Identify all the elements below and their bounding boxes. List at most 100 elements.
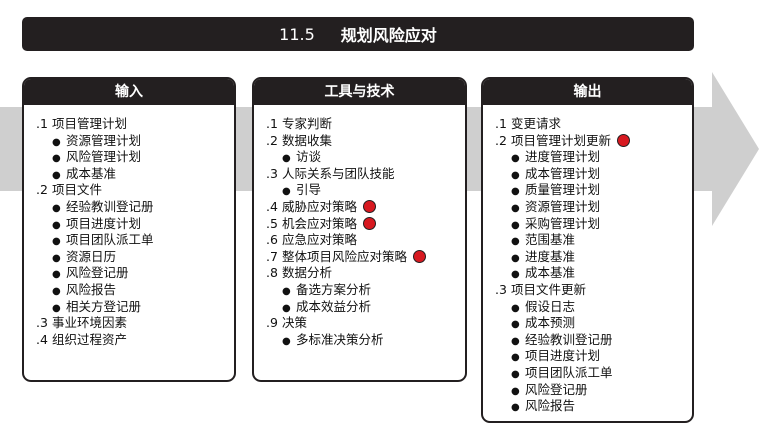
sub-item-label: 成本效益分析 — [296, 298, 372, 314]
item-index: .2 — [495, 132, 507, 148]
item-label: 人际关系与团队技能 — [282, 165, 395, 181]
sub-item: ●资源管理计划 — [495, 199, 692, 216]
sub-item-label: 项目团队派工单 — [525, 364, 613, 380]
process-title-bar: 11.5 规划风险应对 — [22, 17, 694, 51]
sub-item-label: 风险报告 — [66, 281, 117, 297]
item-index: .8 — [266, 265, 278, 281]
item-index: .3 — [495, 281, 507, 297]
sub-item-label: 成本基准 — [66, 165, 117, 181]
item-label: 专家判断 — [282, 116, 333, 131]
item-index: .3 — [266, 165, 278, 181]
sub-item-label: 范围基准 — [525, 232, 576, 248]
bullet-icon: ● — [511, 169, 520, 181]
sub-item: ● 采购管理计划 — [495, 216, 692, 233]
item-label: 机会应对策略 — [282, 215, 358, 231]
item-label: 变更请求 — [511, 116, 562, 131]
sub-item-label: 风险管理计划 — [66, 149, 142, 165]
item-label: 决策 — [282, 315, 308, 331]
bullet-icon: ● — [52, 153, 61, 165]
bullet-icon: ● — [511, 319, 520, 331]
sub-item-label: 经验教训登记册 — [525, 331, 613, 347]
item-label: 整体项目风险应对策略 — [282, 248, 408, 264]
sub-item: ●项目进度计划 — [36, 216, 234, 233]
sub-item-label: 风险登记册 — [66, 265, 129, 281]
sub-item-label: 进度管理计划 — [525, 149, 601, 165]
item-index: .9 — [266, 315, 278, 331]
bullet-icon: ● — [282, 153, 291, 165]
sub-item-label: 假设日志 — [525, 298, 576, 314]
item-label: 应急应对策略 — [282, 232, 358, 248]
bullet-icon: ● — [52, 269, 61, 281]
sub-item: ●经验教训登记册 — [36, 199, 234, 216]
sub-item: ● 风险报告 — [36, 282, 234, 299]
item-label: 项目文件 — [52, 182, 103, 198]
sub-item-label: 项目团队派工单 — [66, 232, 154, 248]
item-index: .4 — [266, 198, 278, 214]
sub-item: ●资源管理计划 — [36, 133, 234, 150]
item-label: 事业环境因素 — [52, 315, 128, 331]
item-index: .1 — [36, 116, 48, 131]
bullet-icon: ● — [511, 352, 520, 364]
bullet-icon: ● — [511, 202, 520, 214]
sub-item-label: 备选方案分析 — [296, 281, 372, 297]
bullet-icon: ● — [511, 236, 520, 248]
red-marker-icon — [413, 249, 427, 263]
bullet-icon: ● — [282, 285, 291, 297]
sub-item-label: 项目进度计划 — [66, 215, 142, 231]
sub-item-label: 成本预测 — [525, 315, 576, 331]
sub-item: ●风险报告 — [495, 398, 692, 415]
sub-item-label: 采购管理计划 — [525, 215, 601, 231]
sub-item-label: 相关方登记册 — [66, 298, 142, 314]
list-item: .1 变更请求 — [495, 116, 692, 133]
bullet-icon: ● — [511, 252, 520, 264]
red-marker-icon — [617, 133, 631, 147]
bullet-icon: ● — [282, 302, 291, 314]
red-marker-icon — [363, 199, 377, 213]
sub-item-label: 项目进度计划 — [525, 348, 601, 364]
bullet-icon: ● — [52, 236, 61, 248]
sub-item-label: 资源日历 — [66, 248, 117, 264]
item-label: 项目管理计划更新 — [511, 132, 612, 148]
process-number: 11.5 — [279, 24, 315, 44]
sub-item: ●引导 — [266, 182, 465, 199]
sub-item: ● 项目进度计划 — [495, 348, 692, 365]
bullet-icon: ● — [511, 335, 520, 347]
item-index: .3 — [36, 315, 48, 331]
bullet-icon: ● — [52, 285, 61, 297]
sub-item: ●进度基准 — [495, 249, 692, 266]
sub-item-label: 风险登记册 — [525, 381, 588, 397]
bullet-icon: ● — [282, 335, 291, 347]
sub-item: ● 备选方案分析 — [266, 282, 465, 299]
bullet-icon: ● — [511, 269, 520, 281]
sub-item: ●质量管理计划 — [495, 182, 692, 199]
item-index: .2 — [36, 182, 48, 198]
bullet-icon: ● — [282, 186, 291, 198]
sub-item: ●相关方登记册 — [36, 299, 234, 316]
sub-item: ●成本基准 — [36, 166, 234, 183]
item-index: .1 — [495, 116, 507, 131]
bullet-icon: ● — [52, 202, 61, 214]
bullet-icon: ● — [511, 186, 520, 198]
sub-item: ●访谈 — [266, 149, 465, 166]
sub-item: ● 进度管理计划 — [495, 149, 692, 166]
bullet-icon: ● — [511, 153, 520, 165]
bullet-icon: ● — [511, 219, 520, 231]
bullet-icon: ● — [511, 385, 520, 397]
bullet-icon: ● — [511, 402, 520, 414]
inputs-header: 输入 — [24, 79, 234, 105]
